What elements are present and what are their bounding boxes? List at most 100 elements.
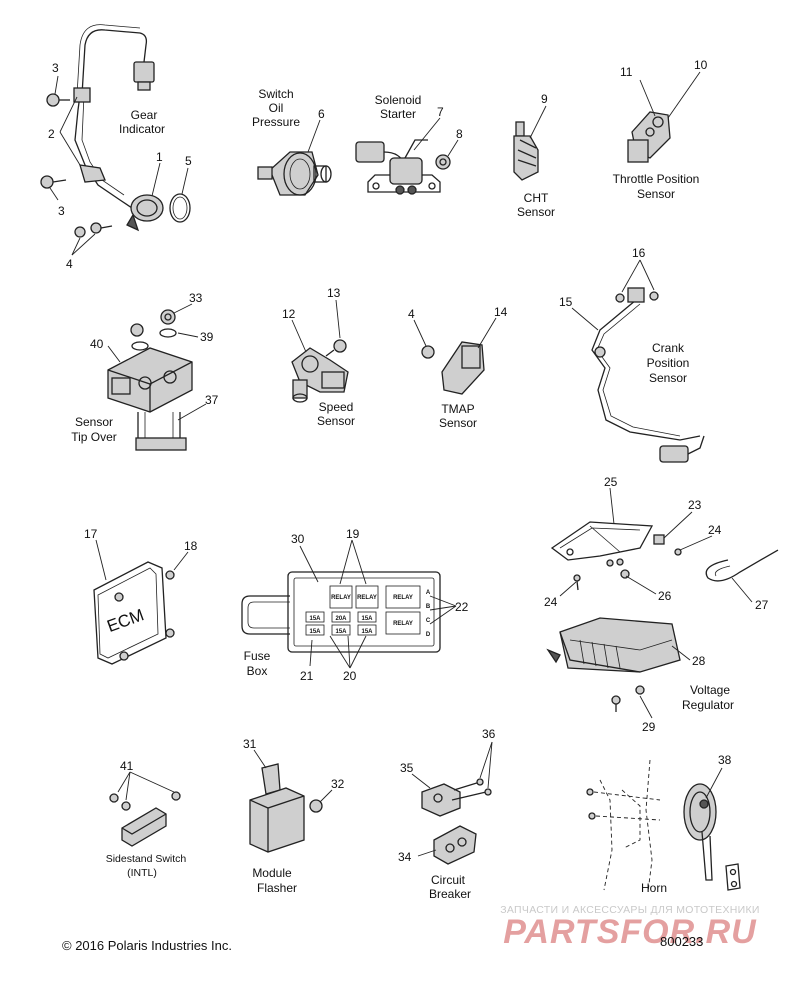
- fuse-rating: 20A: [335, 616, 347, 622]
- screw: [616, 558, 624, 566]
- callout-23: 23: [688, 498, 702, 512]
- module-flasher-label-1: Module: [252, 866, 292, 880]
- fuse-rating: 15A: [309, 616, 321, 622]
- solenoid-connector: [355, 141, 385, 163]
- callout-12: 12: [282, 307, 296, 321]
- fuse-box-group: RELAY RELAY RELAY RELAY 15A 20A 15A 15A …: [241, 527, 469, 683]
- gear-indicator-switch: [130, 194, 164, 222]
- callout-35: 35: [400, 761, 414, 775]
- ecm-group: ECM 17 18: [84, 527, 198, 665]
- callout-6: 6: [318, 107, 325, 121]
- bolt: [333, 339, 347, 353]
- throttle-label-1: Throttle Position: [613, 172, 700, 186]
- washer: [90, 222, 102, 234]
- fastener: [653, 534, 665, 545]
- crank-sensor: [627, 287, 645, 303]
- callout-37: 37: [205, 393, 219, 407]
- washer: [74, 226, 86, 238]
- voltage-regulator-group: 25 23 24 24 26 27 28 29 Voltage Regulato…: [544, 475, 779, 734]
- callout-10: 10: [694, 58, 708, 72]
- voltage-regulator-label-2: Regulator: [682, 698, 734, 712]
- module-flasher-group: 31 32 Module Flasher: [243, 737, 345, 895]
- callout-32: 32: [331, 777, 345, 791]
- callout-29: 29: [642, 720, 656, 734]
- callout-33: 33: [189, 291, 203, 305]
- solenoid-starter-group: 7 8 Solenoid Starter: [355, 93, 463, 195]
- callout-20: 20: [343, 669, 357, 683]
- crank-sensor-connector: [659, 445, 689, 463]
- relay-label: RELAY: [331, 595, 351, 601]
- screw: [649, 291, 659, 301]
- callout-21: 21: [300, 669, 314, 683]
- relay: [355, 585, 379, 609]
- screw: [620, 569, 630, 579]
- washer: [159, 328, 177, 338]
- tmap-label-1: TMAP: [441, 402, 474, 416]
- sidestand-label-1: Sidestand Switch: [106, 853, 187, 865]
- solenoid-starter: [389, 157, 423, 185]
- voltage-regulator-label-1: Voltage: [690, 683, 730, 697]
- row-letter: A: [426, 590, 431, 596]
- gear-indicator-wire: [81, 29, 148, 96]
- copyright-text: © 2016 Polaris Industries Inc.: [62, 938, 232, 953]
- callout-24: 24: [544, 595, 558, 609]
- tip-over-label-2: Tip Over: [71, 430, 117, 444]
- callout-36: 36: [482, 727, 496, 741]
- oil-pressure-switch: [269, 151, 319, 196]
- horn-group: 38 Horn: [586, 753, 741, 895]
- relay-label: RELAY: [393, 595, 413, 601]
- screw: [119, 651, 129, 661]
- fuse-rating: 15A: [361, 616, 373, 622]
- horn-label: Horn: [641, 881, 667, 895]
- bolt: [46, 93, 60, 107]
- callout-7: 7: [437, 105, 444, 119]
- callout-15: 15: [559, 295, 573, 309]
- fuse: [357, 611, 377, 623]
- o-ring: [169, 193, 191, 223]
- relay: [385, 585, 421, 609]
- callout-4: 4: [66, 257, 73, 271]
- cable-tie: [705, 549, 779, 582]
- nut: [435, 154, 451, 170]
- fastener: [309, 799, 323, 813]
- frame-outline: [599, 779, 613, 891]
- callout-27: 27: [755, 598, 769, 612]
- callout-18: 18: [184, 539, 198, 553]
- crank-label-1: Crank: [652, 341, 685, 355]
- callout-25: 25: [604, 475, 618, 489]
- callout-8: 8: [456, 127, 463, 141]
- circuit-breaker-cover: [433, 825, 477, 865]
- fuse-rating: 15A: [309, 629, 321, 635]
- fuse-box: [287, 571, 441, 653]
- callout-11: 11: [620, 65, 633, 79]
- gear-indicator-label-1: Gear: [131, 108, 158, 122]
- speed-sensor-group: 12 13 Speed Sensor: [282, 286, 355, 428]
- oil-pressure-switch-group: 6 Switch Oil Pressure: [252, 87, 332, 196]
- row-letter: D: [426, 632, 431, 638]
- fuse: [305, 611, 325, 623]
- fuse: [305, 624, 325, 636]
- screw: [573, 574, 581, 582]
- callout-38: 38: [718, 753, 732, 767]
- sidestand-label-2: (INTL): [127, 867, 157, 879]
- solenoid-label-1: Solenoid: [375, 93, 422, 107]
- ecm-module: [93, 561, 167, 665]
- module-flasher-label-2: Flasher: [257, 881, 297, 895]
- gear-indicator-harness: [74, 94, 136, 211]
- circuit-breaker-label-2: Breaker: [429, 887, 471, 901]
- fuse-rating: 15A: [335, 629, 347, 635]
- tip-over-label-1: Sensor: [75, 415, 113, 429]
- row-letter: B: [426, 604, 431, 610]
- callout-34: 34: [398, 850, 412, 864]
- callout-5: 5: [185, 154, 192, 168]
- screw: [171, 791, 181, 801]
- callout-39: 39: [200, 330, 214, 344]
- screw: [165, 628, 175, 638]
- row-letter: C: [426, 618, 431, 624]
- gear-indicator-connector: [133, 61, 155, 83]
- circuit-breaker-group: 36 35 34 Circuit Breaker: [398, 727, 496, 901]
- relay: [329, 585, 353, 609]
- throttle-label-2: Sensor: [637, 187, 675, 201]
- relay-label: RELAY: [393, 621, 413, 627]
